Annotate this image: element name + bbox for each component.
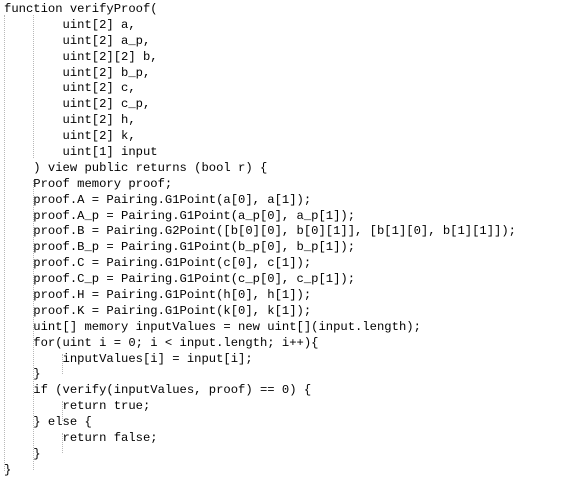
code-line-30[interactable]: } <box>4 462 12 477</box>
code-line-1[interactable]: function verifyProof( <box>4 2 158 16</box>
code-line-16[interactable]: proof.B_p = Pairing.G1Point(b_p[0], b_p[… <box>4 240 356 255</box>
code-line-12[interactable]: Proof memory proof; <box>4 176 173 191</box>
code-line-23[interactable]: inputValues[i] = input[i]; <box>4 351 253 366</box>
code-line-3[interactable]: uint[2] a_p, <box>4 33 151 48</box>
code-line-8[interactable]: uint[2] h, <box>4 113 136 128</box>
code-line-10[interactable]: uint[1] input <box>4 145 158 160</box>
indent-guide-block-body <box>33 180 34 470</box>
code-line-15[interactable]: proof.B = Pairing.G2Point([b[0][0], b[0]… <box>4 224 516 239</box>
code-line-7[interactable]: uint[2] c_p, <box>4 97 151 112</box>
code-line-27[interactable]: } else { <box>4 415 92 430</box>
code-line-6[interactable]: uint[2] c, <box>4 81 136 96</box>
code-line-22[interactable]: for(uint i = 0; i < input.length; i++){ <box>4 335 319 350</box>
code-line-18[interactable]: proof.C_p = Pairing.G1Point(c_p[0], c_p[… <box>4 272 356 287</box>
code-line-14[interactable]: proof.A_p = Pairing.G1Point(a_p[0], a_p[… <box>4 208 356 223</box>
code-line-24[interactable]: } <box>4 367 41 382</box>
code-line-25[interactable]: if (verify(inputValues, proof) == 0) { <box>4 383 312 398</box>
code-line-2[interactable]: uint[2] a, <box>4 17 136 32</box>
code-line-13[interactable]: proof.A = Pairing.G1Point(a[0], a[1]); <box>4 192 312 207</box>
indent-guide-function-body <box>4 15 5 471</box>
indent-guide-for-body <box>62 354 63 374</box>
code-editor[interactable]: function verifyProof( uint[2] a, uint[2]… <box>4 2 587 479</box>
code-line-11[interactable]: ) view public returns (bool r) { <box>4 160 268 175</box>
code-line-9[interactable]: uint[2] k, <box>4 129 136 144</box>
indent-guide-else-body <box>62 433 63 453</box>
code-line-19[interactable]: proof.H = Pairing.G1Point(h[0], h[1]); <box>4 288 312 303</box>
code-line-28[interactable]: return false; <box>4 431 158 446</box>
code-line-29[interactable]: } <box>4 446 41 461</box>
code-line-5[interactable]: uint[2] b_p, <box>4 65 151 80</box>
code-line-20[interactable]: proof.K = Pairing.G1Point(k[0], k[1]); <box>4 303 312 318</box>
indent-guide-parameters <box>33 15 34 158</box>
code-line-21[interactable]: uint[] memory inputValues = new uint[](i… <box>4 319 421 334</box>
indent-guide-if-body <box>62 401 63 421</box>
code-line-4[interactable]: uint[2][2] b, <box>4 49 158 64</box>
code-line-17[interactable]: proof.C = Pairing.G1Point(c[0], c[1]); <box>4 256 312 271</box>
code-line-26[interactable]: return true; <box>4 399 151 414</box>
